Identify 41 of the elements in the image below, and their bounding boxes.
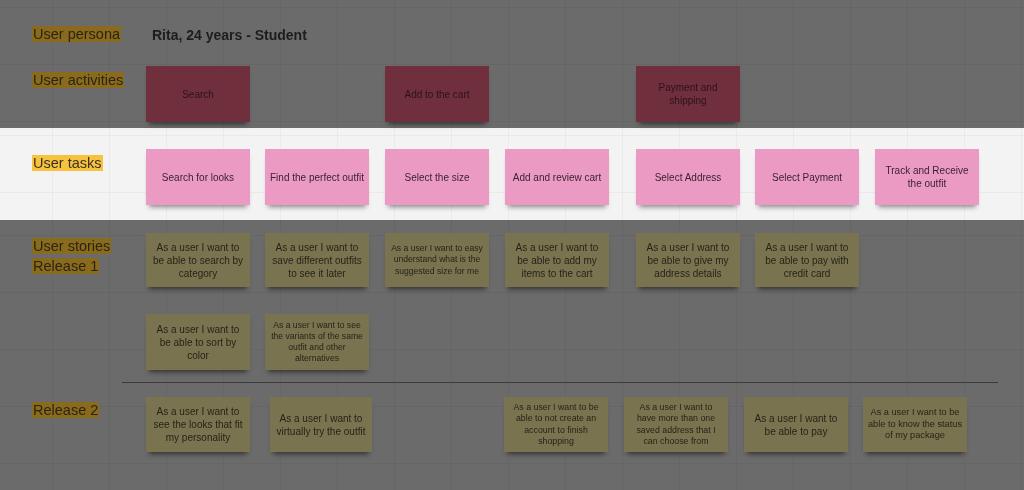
story-sticky-note [270, 397, 372, 452]
story-sticky-note [505, 233, 609, 287]
activity-sticky-note [146, 66, 250, 122]
story-sticky-note [146, 233, 250, 287]
note-text: Add to the cart [404, 87, 470, 101]
task-sticky-note [385, 149, 489, 205]
row-label: User stories Release 1 [32, 237, 113, 276]
story-sticky-note [146, 397, 250, 452]
persona-text: Rita, 24 years - Student [152, 26, 307, 45]
note-text: As a user I want to have more than one saved address that I can choose from [635, 401, 717, 448]
task-sticky-note [505, 149, 609, 205]
note-text: Find the perfect outfit [270, 170, 364, 184]
task-sticky-note [636, 149, 740, 205]
note-text: Search [182, 87, 214, 101]
story-sticky-note [624, 397, 728, 452]
note-text: Search for looks [161, 170, 235, 184]
note-text: Track and Receive the outfit [884, 164, 970, 190]
story-sticky-note [863, 397, 967, 452]
activity-sticky-note [385, 66, 489, 122]
note-text: As a user I want to be able to know the status of my package [868, 406, 962, 443]
story-sticky-note [385, 233, 489, 287]
story-sticky-note [504, 397, 608, 452]
row-label: Release 2 [32, 401, 100, 420]
story-sticky-note [265, 233, 369, 287]
task-sticky-note [146, 149, 250, 205]
story-sticky-note [755, 233, 859, 287]
note-text: Select Payment [771, 170, 842, 184]
note-text: Select the size [404, 170, 470, 184]
story-sticky-note [636, 233, 740, 287]
note-text: Select Address [654, 170, 722, 184]
note-text: Add and review cart [512, 170, 602, 184]
task-sticky-note [875, 149, 979, 205]
note-text: Payment and shipping [657, 81, 719, 107]
story-sticky-note [744, 397, 848, 452]
row-label: User persona [32, 25, 122, 44]
story-sticky-note [146, 314, 250, 370]
row-label: User tasks [32, 154, 103, 173]
task-sticky-note [265, 149, 369, 205]
activity-sticky-note [636, 66, 740, 122]
row-label: User activities [32, 71, 125, 90]
task-sticky-note [755, 149, 859, 205]
